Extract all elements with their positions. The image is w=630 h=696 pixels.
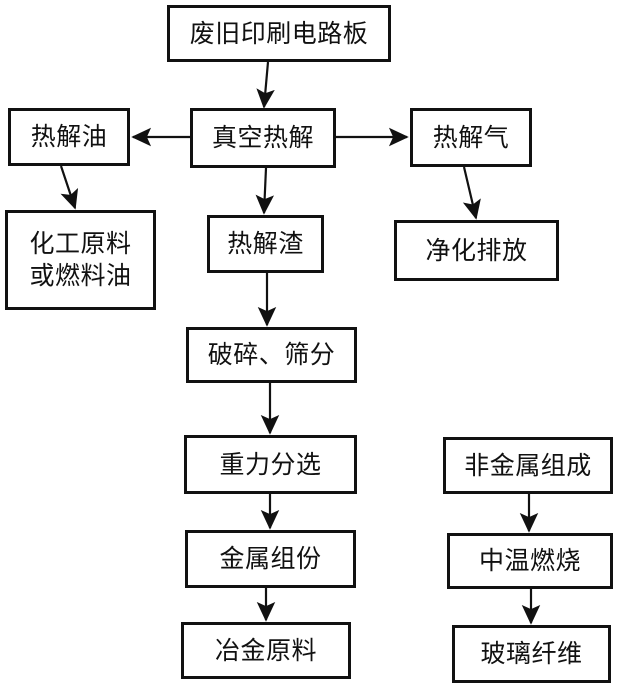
node-crush_screen[interactable]: 破碎、筛分 bbox=[186, 327, 357, 383]
edge-waste_pcb-to-vacuum_pyrolysis bbox=[256, 61, 275, 109]
node-metal_fraction[interactable]: 金属组份 bbox=[185, 530, 356, 588]
node-metallurgy_raw[interactable]: 冶金原料 bbox=[181, 622, 351, 679]
edge-pyrolysis_oil-to-chem_feedstock bbox=[59, 165, 79, 210]
edge-pyrolysis_gas-to-purify_emission bbox=[462, 166, 481, 220]
node-waste_pcb[interactable]: 废旧印刷电路板 bbox=[167, 5, 391, 62]
node-pyrolysis_oil[interactable]: 热解油 bbox=[8, 108, 130, 166]
node-mid_temp_burn[interactable]: 中温燃烧 bbox=[447, 533, 613, 589]
node-chem_feedstock[interactable]: 化工原料 或燃料油 bbox=[5, 210, 156, 310]
node-vacuum_pyrolysis[interactable]: 真空热解 bbox=[190, 108, 336, 168]
node-pyrolysis_residue[interactable]: 热解渣 bbox=[207, 215, 324, 273]
node-glass_fiber[interactable]: 玻璃纤维 bbox=[452, 625, 611, 683]
node-pyrolysis_gas[interactable]: 热解气 bbox=[410, 108, 532, 167]
node-gravity_sort[interactable]: 重力分选 bbox=[184, 435, 357, 494]
node-purify_emission[interactable]: 净化排放 bbox=[394, 220, 559, 281]
edge-vacuum_pyrolysis-to-pyrolysis_residue bbox=[255, 167, 275, 215]
node-nonmetal_comp[interactable]: 非金属组成 bbox=[443, 437, 613, 494]
